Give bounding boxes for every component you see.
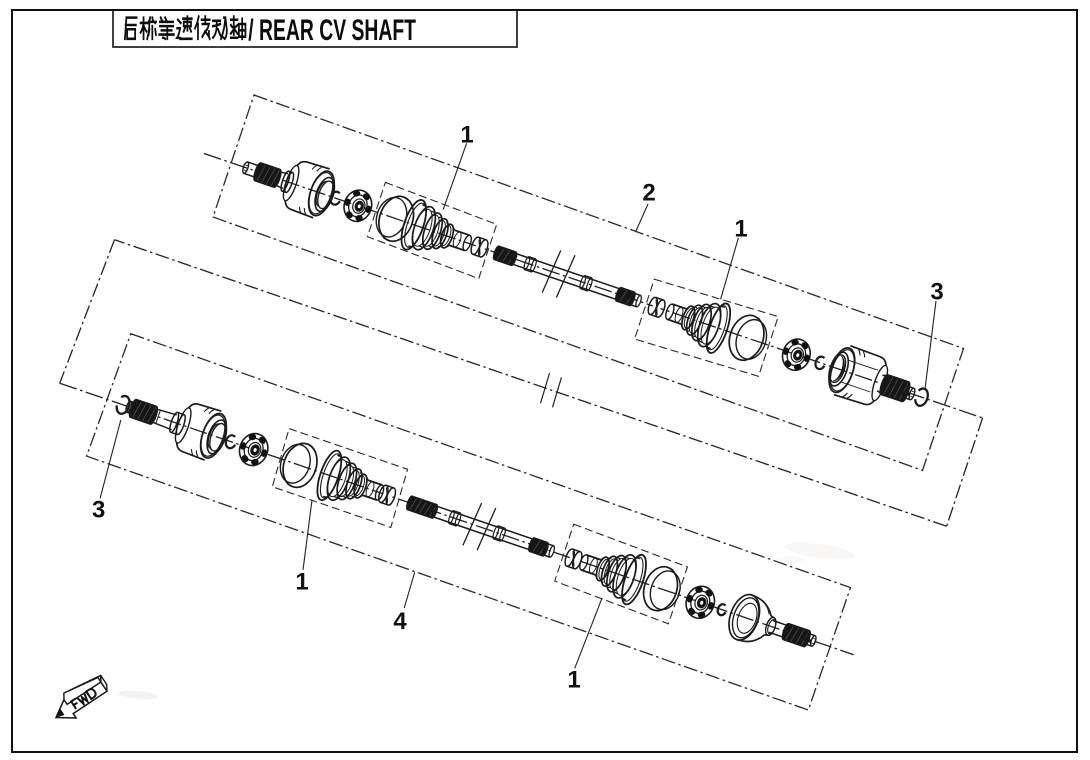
svg-text:/ REAR CV SHAFT: / REAR CV SHAFT xyxy=(248,14,416,47)
svg-text:1: 1 xyxy=(460,122,473,149)
svg-text:1: 1 xyxy=(567,667,580,694)
svg-text:1: 1 xyxy=(734,216,747,243)
svg-text:3: 3 xyxy=(92,497,105,524)
svg-text:3: 3 xyxy=(930,279,943,306)
svg-text:2: 2 xyxy=(642,180,655,207)
svg-text:4: 4 xyxy=(393,608,407,635)
svg-text:1: 1 xyxy=(295,569,308,596)
